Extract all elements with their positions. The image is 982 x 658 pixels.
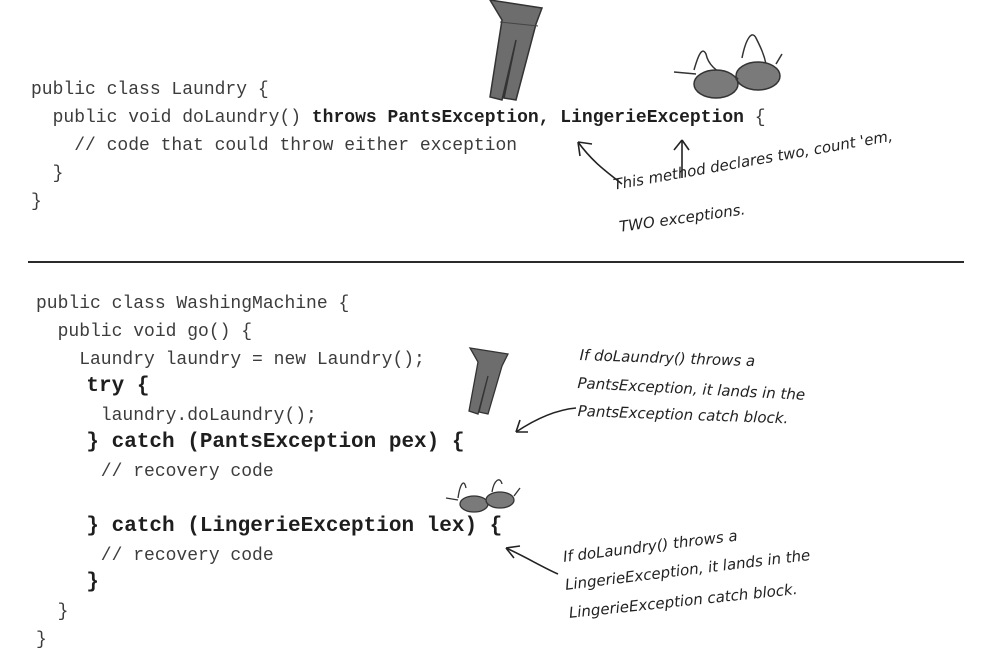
section-divider [28, 261, 964, 263]
pants-icon [468, 347, 509, 415]
go-method-line: public void go() { [36, 322, 253, 342]
arrow-icon [577, 139, 690, 185]
laundry-annotation-line: TWO exceptions. [618, 200, 747, 236]
laundry-class-line: public class Laundry { [31, 80, 269, 100]
pants-annotation-line: If doLaundry() throws a [579, 346, 756, 371]
laundry-method-prefix: public void doLaundry() [31, 108, 312, 128]
try-line: try { [36, 375, 150, 398]
pants-icon [489, 0, 544, 101]
laundry-comment: // code that could throw either exceptio… [31, 136, 518, 156]
do-laundry-call-line: laundry.doLaundry(); [36, 406, 317, 426]
laundry-class-close: } [31, 192, 42, 212]
arrow-icon [515, 407, 577, 433]
laundry-method-signature: public void doLaundry() throws PantsExce… [31, 108, 766, 128]
pants-recovery-comment: // recovery code [36, 462, 274, 482]
laundry-method-close: } [31, 164, 64, 184]
washing-class-line: public class WashingMachine { [36, 294, 350, 314]
top-fragment: ' [80, 0, 91, 4]
lingerie-catch-line: } catch (LingerieException lex) { [36, 515, 503, 538]
laundry-method-suffix: { [743, 108, 766, 128]
pants-catch-line: } catch (PantsException pex) { [36, 431, 465, 454]
try-close-line: } [36, 571, 100, 594]
pants-annotation-line: PantsException, it lands in the [577, 374, 806, 404]
arrow-icon [505, 545, 559, 575]
bra-icon [673, 34, 783, 99]
lingerie-recovery-comment: // recovery code [36, 546, 274, 566]
throws-clause: throws PantsException, LingerieException [311, 108, 744, 128]
laundry-instantiation-line: Laundry laundry = new Laundry(); [36, 350, 425, 370]
washing-class-close: } [36, 630, 47, 650]
bra-icon [445, 479, 521, 513]
pants-annotation-line: PantsException catch block. [577, 402, 789, 428]
go-method-close: } [36, 602, 69, 622]
